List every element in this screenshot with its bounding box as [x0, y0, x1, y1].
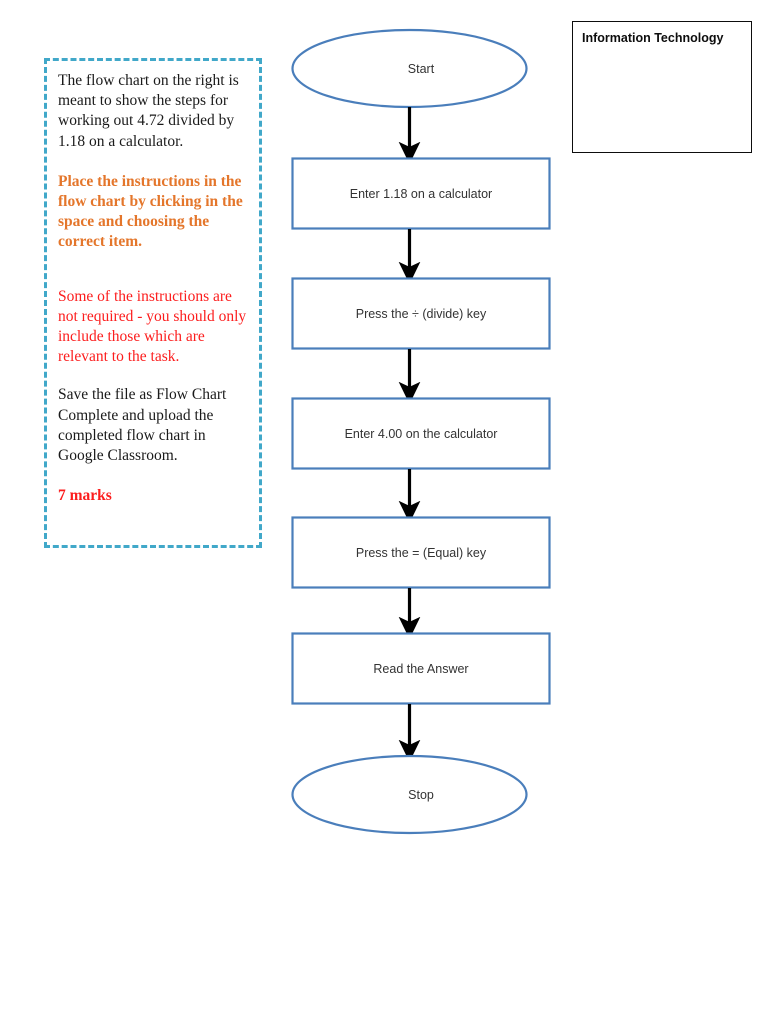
flow-node-start-label: Start: [407, 62, 435, 76]
instruction-marks-label: 7 marks: [58, 487, 112, 505]
flow-node-step-5[interactable]: [291, 632, 551, 705]
information-technology-box[interactable]: Information Technology: [572, 21, 752, 153]
flow-node-step-2-label: Press the ÷ (divide) key: [355, 307, 487, 321]
flow-node-step-2[interactable]: [291, 277, 551, 350]
flow-node-step-1[interactable]: [291, 157, 551, 230]
information-technology-title: Information Technology: [582, 31, 724, 45]
flow-node-stop[interactable]: [291, 754, 528, 835]
flow-node-step-5-label: Read the Answer: [373, 662, 469, 676]
flow-node-stop-label: Stop: [408, 788, 434, 802]
instruction-paragraph-task-description: The flow chart on the right is meant to …: [58, 72, 239, 150]
flow-node-step-3[interactable]: [291, 397, 551, 470]
instructions-panel: The flow chart on the right is meant to …: [44, 58, 262, 548]
flow-node-step-4[interactable]: [291, 516, 551, 589]
flow-node-step-3-label: Enter 4.00 on the calculator: [344, 427, 498, 441]
instruction-paragraph-placement-directive: Place the instructions in the flow chart…: [58, 172, 243, 251]
instruction-paragraph-submission-directive: Save the file as Flow Chart Complete and…: [58, 386, 227, 465]
flow-node-step-1-label: Enter 1.18 on a calculator: [349, 187, 493, 201]
flow-node-step-4-label: Press the = (Equal) key: [355, 546, 487, 560]
instruction-paragraph-relevance-warning: Some of the instructions are not require…: [58, 287, 247, 366]
